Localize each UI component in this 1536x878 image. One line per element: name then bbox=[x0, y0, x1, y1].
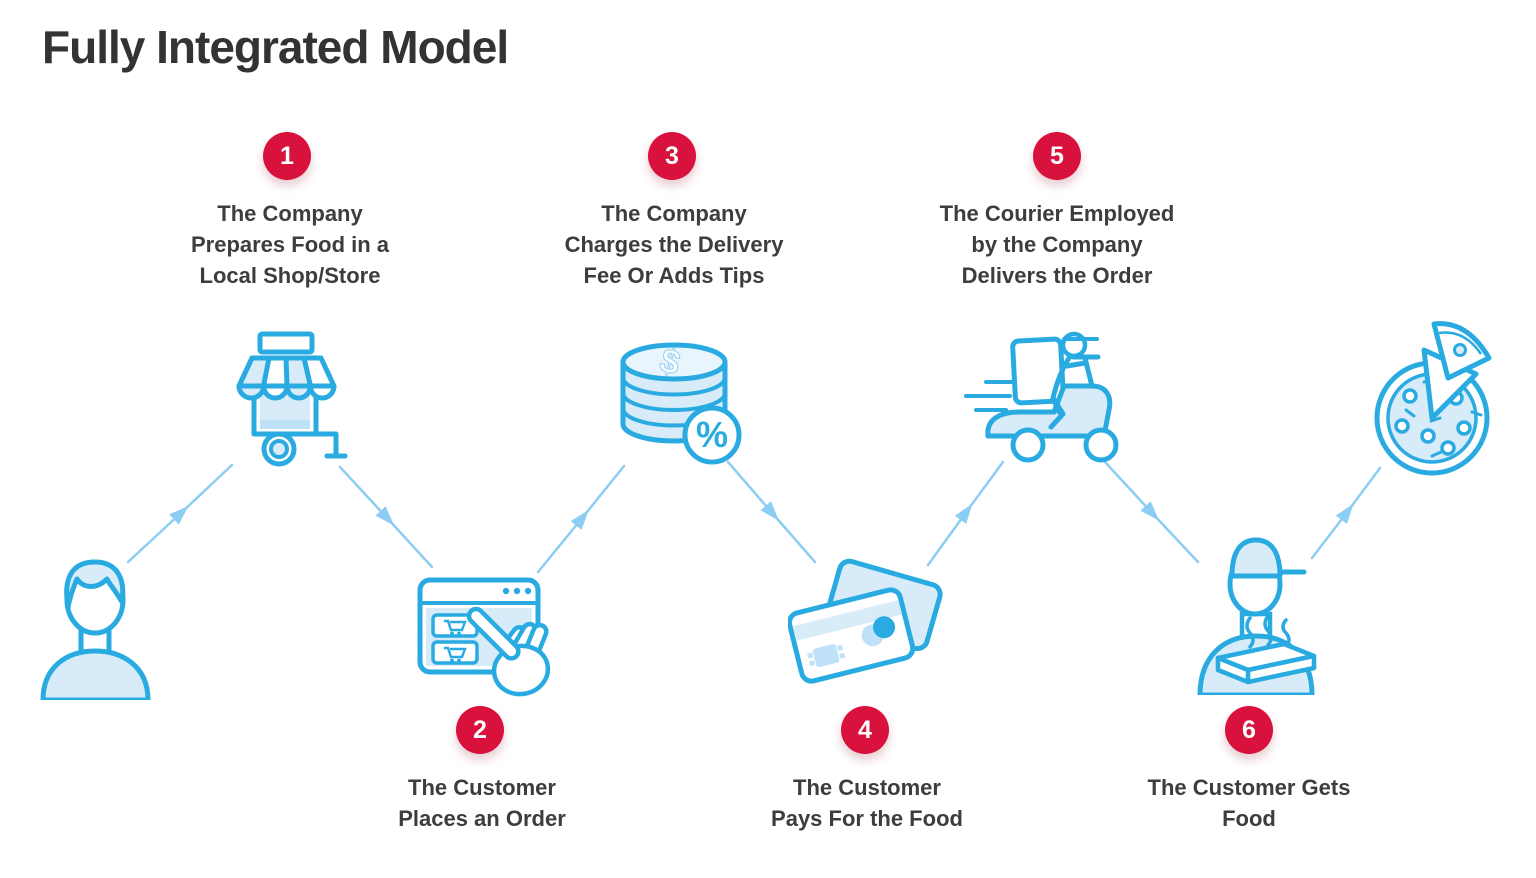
hand-cursor-icon bbox=[466, 606, 551, 697]
delivery-scooter-icon bbox=[964, 331, 1119, 463]
step-5-badge: 5 bbox=[1033, 132, 1081, 180]
step-5-number: 5 bbox=[1050, 141, 1064, 170]
step-2-number: 2 bbox=[473, 715, 487, 744]
pepperoni-icons bbox=[1394, 388, 1472, 456]
cart-icon bbox=[444, 619, 467, 663]
card-chip-icon bbox=[807, 644, 846, 668]
rider-icon bbox=[1048, 331, 1099, 430]
step-1-badge: 1 bbox=[263, 132, 311, 180]
credit-cards-icon bbox=[788, 558, 943, 684]
customer-icon bbox=[40, 559, 151, 700]
step-4-badge: 4 bbox=[841, 706, 889, 754]
cap-icon bbox=[1229, 537, 1307, 579]
step-6-badge: 6 bbox=[1225, 706, 1273, 754]
step-4-number: 4 bbox=[858, 715, 872, 744]
storefront-icon bbox=[236, 331, 348, 467]
order-browser-icon bbox=[417, 577, 551, 697]
step-5-label: The Courier Employed by the Company Deli… bbox=[939, 201, 1175, 288]
coins-percent-icon: $ % bbox=[620, 341, 742, 465]
step-3-number: 3 bbox=[665, 141, 679, 170]
steam-icon bbox=[1245, 614, 1291, 649]
step-6-number: 6 bbox=[1242, 715, 1256, 744]
pizza-icon bbox=[1374, 321, 1492, 476]
speed-lines-icon bbox=[964, 380, 1016, 412]
step-3-badge: 3 bbox=[648, 132, 696, 180]
percent-symbol: % bbox=[696, 414, 728, 455]
page-title: Fully Integrated Model bbox=[42, 21, 509, 73]
step-1-label: The Company Prepares Food in a Local Sho… bbox=[190, 201, 390, 288]
percent-badge bbox=[682, 405, 742, 465]
browser-dots-icon bbox=[502, 587, 532, 595]
step-2-badge: 2 bbox=[456, 706, 504, 754]
pizza-box-icon bbox=[1215, 641, 1317, 685]
pizza-slice-icon bbox=[1431, 321, 1492, 381]
step-2-label: The Customer Places an Order bbox=[398, 775, 566, 831]
step-3-label: The Company Charges the Delivery Fee Or … bbox=[564, 201, 784, 288]
step-6-label: The Customer Gets Food bbox=[1147, 775, 1351, 831]
courier-pizza-box-icon bbox=[1197, 537, 1317, 695]
step-4-label: The Customer Pays For the Food bbox=[771, 775, 963, 831]
step-1-number: 1 bbox=[280, 141, 294, 170]
